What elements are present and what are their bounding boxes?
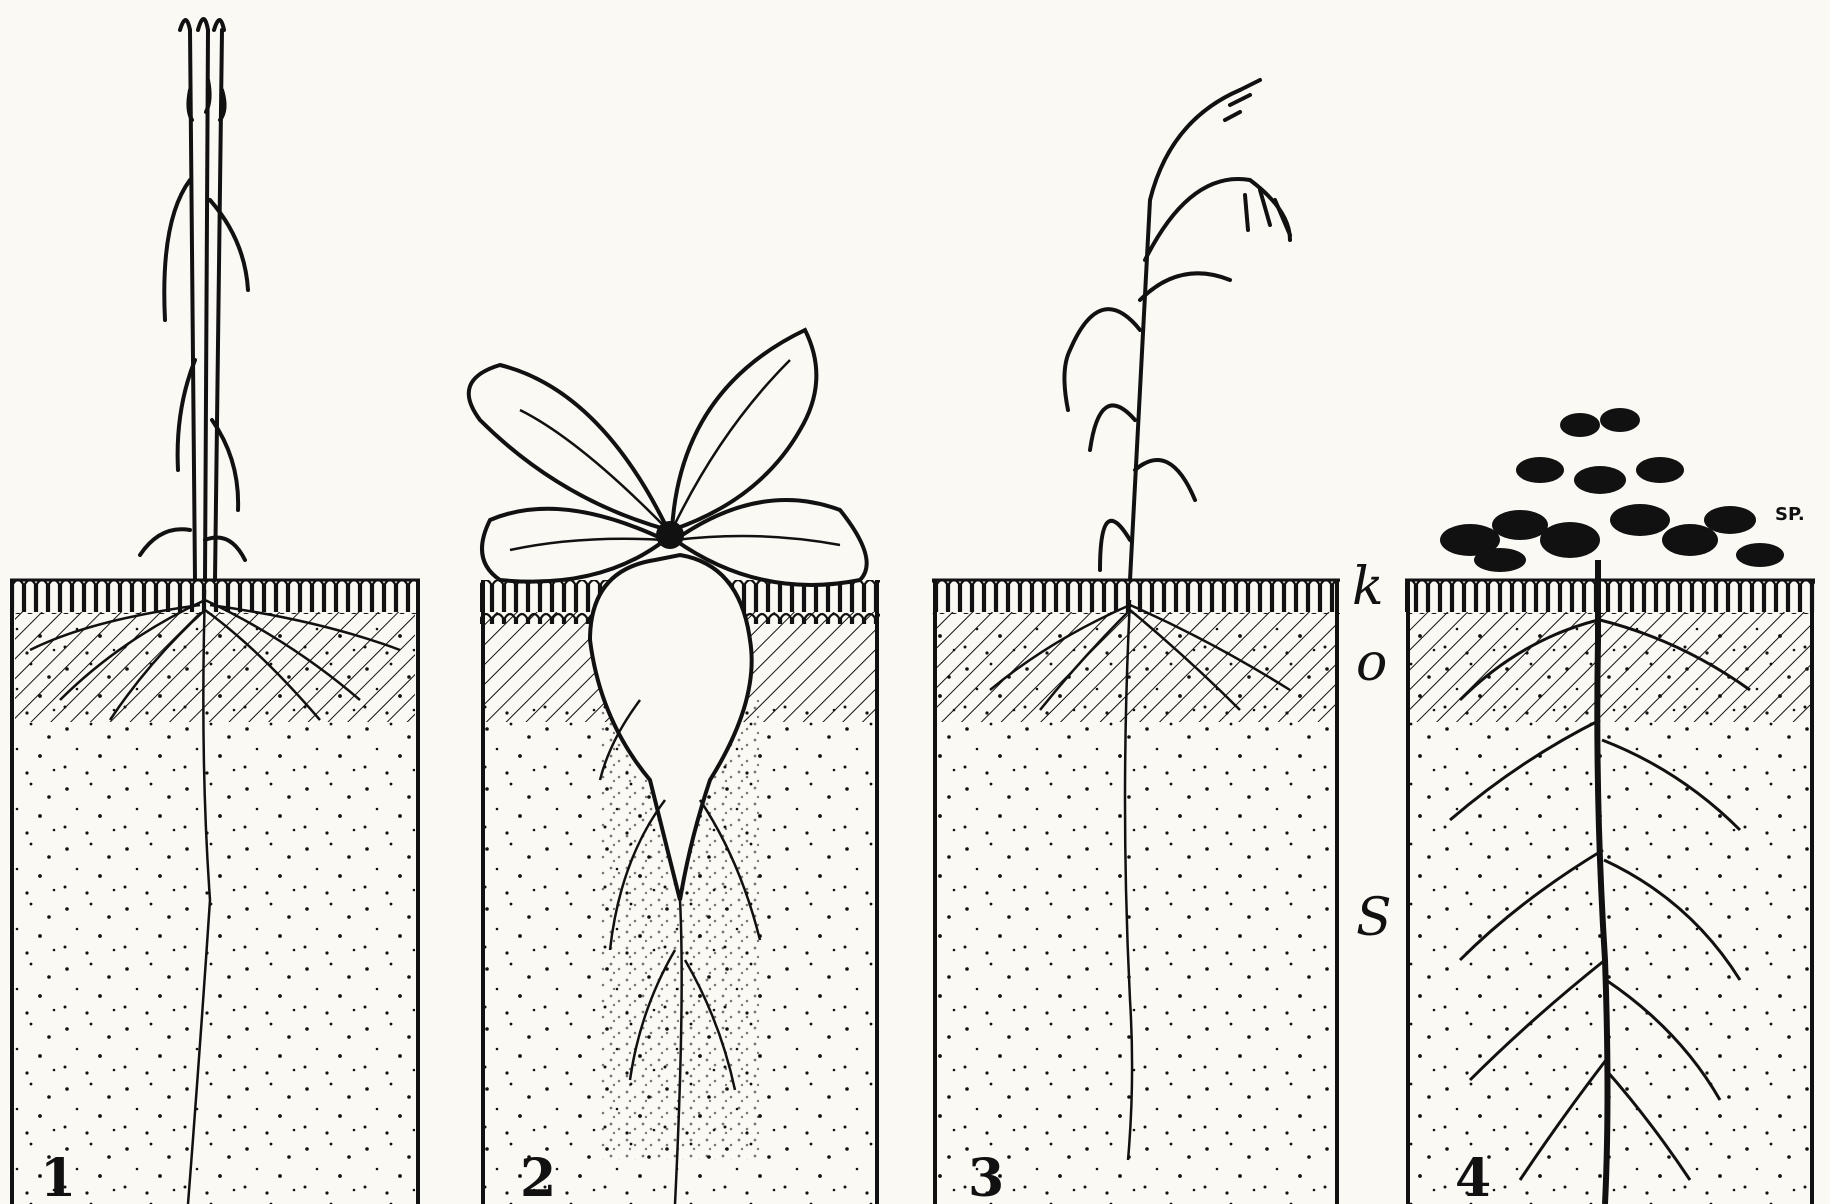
layer-label-o: o bbox=[1356, 633, 1387, 693]
cereal-plant bbox=[140, 19, 248, 580]
crust-layer bbox=[1405, 580, 1815, 614]
topsoil-layer bbox=[1410, 612, 1810, 722]
crust-layer bbox=[10, 580, 420, 614]
topsoil-layer bbox=[15, 612, 415, 722]
panel-number: 4 bbox=[1455, 1148, 1491, 1204]
panel-3: 3 bbox=[932, 80, 1340, 1204]
topsoil-layer bbox=[937, 612, 1337, 722]
panel-2: 2 bbox=[469, 330, 880, 1204]
panel-number: 3 bbox=[968, 1148, 1004, 1204]
oat-plant bbox=[1064, 80, 1290, 580]
clover-plant bbox=[1440, 408, 1784, 572]
panel-number: 2 bbox=[520, 1148, 556, 1204]
panel-number: 1 bbox=[40, 1148, 76, 1204]
sp-label: SP. bbox=[1775, 504, 1805, 525]
layer-label-k: k bbox=[1352, 557, 1384, 617]
panel-1: 1 bbox=[10, 19, 420, 1204]
layer-label-s: S bbox=[1356, 888, 1392, 948]
panel-4: SP. 4 bbox=[1405, 408, 1815, 1204]
beet-leaves bbox=[469, 330, 867, 585]
